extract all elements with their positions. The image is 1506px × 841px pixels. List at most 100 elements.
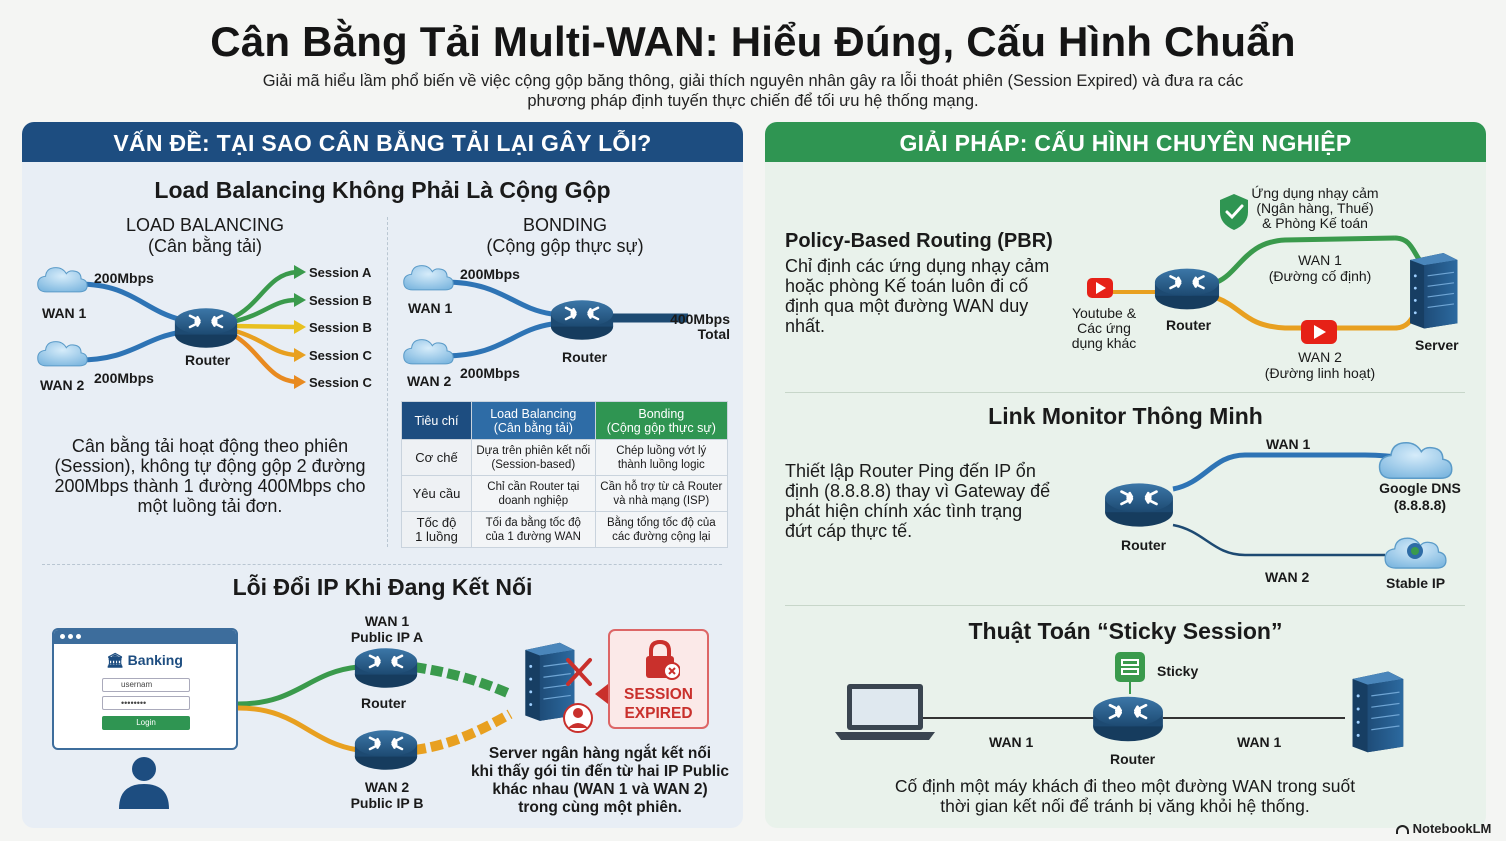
solution-banner: GIẢI PHÁP: CẤU HÌNH CHUYÊN NGHIỆP bbox=[765, 122, 1486, 162]
bonding-speed2-label: 200Mbps bbox=[460, 365, 520, 381]
session-expired-line: EXPIRED bbox=[624, 705, 693, 722]
sensitive-apps-label: Ứng dụng nhạy cảm (Ngân hàng, Thuế) & Ph… bbox=[1240, 186, 1390, 231]
section-divider bbox=[785, 392, 1465, 393]
section-divider bbox=[785, 605, 1465, 606]
sticky-title: Thuật Toán “Sticky Session” bbox=[968, 618, 1283, 644]
browser-titlebar bbox=[54, 630, 236, 644]
google-dns-name: Google DNS bbox=[1379, 480, 1461, 496]
ip-section-title: Lỗi Đổi IP Khi Đang Kết Nối bbox=[232, 574, 533, 600]
lb-session-label: Session A bbox=[309, 265, 372, 280]
session-expired-text: SESSION EXPIRED bbox=[610, 685, 707, 723]
monitor-description: Thiết lập Router Ping đến IP ổn định (8.… bbox=[785, 461, 1085, 541]
sticky-description-line: thời gian kết nối để tránh bị văng khỏi … bbox=[940, 796, 1310, 816]
solution-panel: GIẢI PHÁP: CẤU HÌNH CHUYÊN NGHIỆP Policy… bbox=[765, 122, 1486, 828]
table-header-lb: Load Balancing (Cân bằng tải) bbox=[471, 401, 596, 440]
notebooklm-brand: NotebookLM bbox=[1396, 821, 1491, 836]
table-row: Cơ chế Dựa trên phiên kết nối(Session-ba… bbox=[401, 439, 729, 476]
pbr-description-line: định qua một đường WAN duy bbox=[785, 296, 1029, 316]
banking-title: 🏛 Banking bbox=[106, 652, 183, 669]
bonding-total-caption: Total bbox=[697, 326, 730, 342]
lb-session-label: Session B bbox=[309, 320, 372, 335]
ip-error-note: Server ngân hàng ngắt kết nối khi thấy g… bbox=[470, 745, 730, 817]
sticky-description: Cố định một máy khách đi theo một đường … bbox=[825, 776, 1425, 816]
ip-error-note-line: trong cùng một phiên. bbox=[518, 799, 682, 816]
wan1-label: WAN 1 bbox=[364, 613, 410, 629]
google-dns-ip: (8.8.8.8) bbox=[1393, 497, 1447, 513]
pbr-diagram bbox=[1087, 194, 1459, 344]
table-cell-line: thành luồng logic bbox=[617, 458, 705, 471]
lb-description-line: một luồng tải đơn. bbox=[137, 496, 283, 516]
page-title: Cân Bằng Tải Multi-WAN: Hiểu Đúng, Cấu H… bbox=[210, 18, 1296, 65]
monitor-description-line: phát hiện chính xác tình trạng bbox=[785, 501, 1023, 521]
pbr-wan2-name: WAN 2 bbox=[1298, 349, 1342, 365]
sticky-wan-right-label: WAN 1 bbox=[1237, 734, 1282, 750]
ip-diagram bbox=[238, 642, 608, 772]
ip-error-note-line: khi thấy gói tin đến từ hai IP Public bbox=[470, 763, 730, 780]
pbr-wan1-label: WAN 1 (Đường cố định) bbox=[1260, 252, 1380, 284]
lb-description-line: Cân bằng tải hoạt động theo phiên bbox=[71, 436, 349, 456]
login-button[interactable]: Login bbox=[102, 716, 190, 730]
table-cell-line: Tối đa bằng tốc độ bbox=[485, 516, 581, 529]
window-dot-icon bbox=[68, 634, 73, 639]
pbr-title: Policy-Based Routing (PBR) bbox=[785, 230, 1053, 252]
pbr-server-label: Server bbox=[1415, 337, 1459, 353]
lb-session-label: Session C bbox=[309, 348, 372, 363]
bonding-wan1-label: WAN 1 bbox=[408, 300, 453, 316]
sticky-description-line: Cố định một máy khách đi theo một đường … bbox=[894, 776, 1356, 796]
sensitive-apps-line: & Phòng Kế toán bbox=[1262, 215, 1368, 231]
bonding-speed1-label: 200Mbps bbox=[460, 266, 520, 282]
lb-description-line: 200Mbps thành 1 đường 400Mbps cho bbox=[54, 476, 366, 496]
lb-wan1-label: WAN 1 bbox=[42, 305, 87, 321]
lb-wan2-label: WAN 2 bbox=[40, 377, 85, 393]
youtube-apps-line: dụng khác bbox=[1071, 335, 1137, 351]
monitor-diagram bbox=[1103, 442, 1453, 569]
table-cell-line: Chép luồng vớt lý bbox=[616, 444, 707, 457]
pbr-description: Chỉ định các ứng dụng nhạy cảm hoặc phòn… bbox=[785, 256, 1075, 336]
sticky-badge-label: Sticky bbox=[1157, 663, 1199, 679]
problem-panel: VẤN ĐỀ: TẠI SAO CÂN BẰNG TẢI LẠI GÂY LỖI… bbox=[22, 122, 743, 828]
monitor-description-line: đứt cáp thực tế. bbox=[785, 521, 913, 541]
monitor-wan1-label: WAN 1 bbox=[1266, 436, 1311, 452]
table-cell-line: (Session-based) bbox=[491, 458, 576, 471]
table-cell-line: Chỉ cần Router tại bbox=[487, 480, 580, 493]
username-input[interactable]: usernam bbox=[102, 678, 190, 692]
table-cell-line: Tốc độ bbox=[416, 514, 457, 530]
table-cell-line: Cần hỗ trợ từ cả Router bbox=[600, 480, 723, 493]
wan2-label: WAN 2 bbox=[364, 779, 410, 795]
wan1-public-ip-label: WAN 1 Public IP A bbox=[332, 613, 442, 645]
public-ip-a-label: Public IP A bbox=[350, 629, 424, 645]
pbr-wan2-label: WAN 2 (Đường linh hoạt) bbox=[1255, 349, 1385, 381]
section-divider-vertical bbox=[387, 217, 388, 547]
bonding-heading-main: BONDING bbox=[522, 215, 607, 235]
pbr-description-line: Chỉ định các ứng dụng nhạy cảm bbox=[785, 256, 1050, 276]
password-input[interactable]: •••••••• bbox=[102, 696, 190, 710]
bonding-heading-sub: (Cộng gộp thực sự) bbox=[486, 236, 644, 256]
table-header-criteria: Tiêu chí bbox=[401, 401, 472, 440]
bank-icon: 🏛 bbox=[106, 652, 124, 668]
lb-description: Cân bằng tải hoạt động theo phiên (Sessi… bbox=[42, 436, 378, 516]
lb-session-label: Session B bbox=[309, 293, 372, 308]
youtube-apps-line: Các ứng bbox=[1077, 320, 1131, 336]
subtitle-line-2: phương pháp định tuyến thực chiến để tối… bbox=[527, 92, 979, 110]
pbr-wan1-desc: (Đường cố định) bbox=[1268, 268, 1372, 284]
public-ip-b-label: Public IP B bbox=[350, 795, 424, 811]
table-cell-line: các đường cộng lại bbox=[612, 530, 711, 543]
table-cell-line: 1 luồng bbox=[415, 528, 458, 544]
table-cell-line: Bằng tổng tốc độ của bbox=[606, 516, 716, 529]
table-cell-line: doanh nghiệp bbox=[498, 494, 569, 507]
sticky-router-label: Router bbox=[1110, 751, 1156, 767]
window-dot-icon bbox=[60, 634, 65, 639]
monitor-description-line: định (8.8.8.8) thay vì Gateway để bbox=[785, 481, 1051, 501]
window-dot-icon bbox=[76, 634, 81, 639]
table-header-lb-sub: (Cân bằng tải) bbox=[493, 420, 573, 435]
table-cell-line: và nhà mạng (ISP) bbox=[613, 494, 710, 507]
table-cell-line: của 1 đường WAN bbox=[485, 530, 581, 543]
lb-speed1-label: 200Mbps bbox=[94, 270, 154, 286]
pbr-wan1-name: WAN 1 bbox=[1298, 252, 1342, 268]
